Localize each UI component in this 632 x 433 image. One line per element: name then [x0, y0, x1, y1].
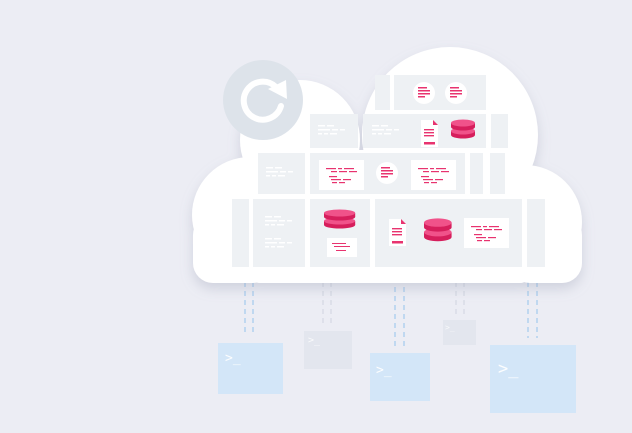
server-rack [232, 75, 545, 267]
document-icon [389, 219, 406, 246]
connector-lines [244, 282, 538, 348]
terminal-window [443, 320, 476, 345]
database-icon [451, 119, 475, 139]
refresh-icon [223, 60, 303, 140]
terminal-window [304, 331, 352, 369]
terminal-prompt: >_ [308, 335, 321, 346]
terminal-prompt: >_ [498, 359, 519, 379]
terminal-prompt: >_ [225, 351, 241, 366]
terminal-window [490, 345, 576, 413]
rack-contents [265, 82, 509, 257]
document-icon [421, 120, 438, 147]
terminal-prompt: >_ [445, 323, 455, 332]
terminal-window [218, 343, 283, 394]
terminal-window [370, 353, 430, 401]
terminal-prompt: >_ [376, 363, 392, 378]
